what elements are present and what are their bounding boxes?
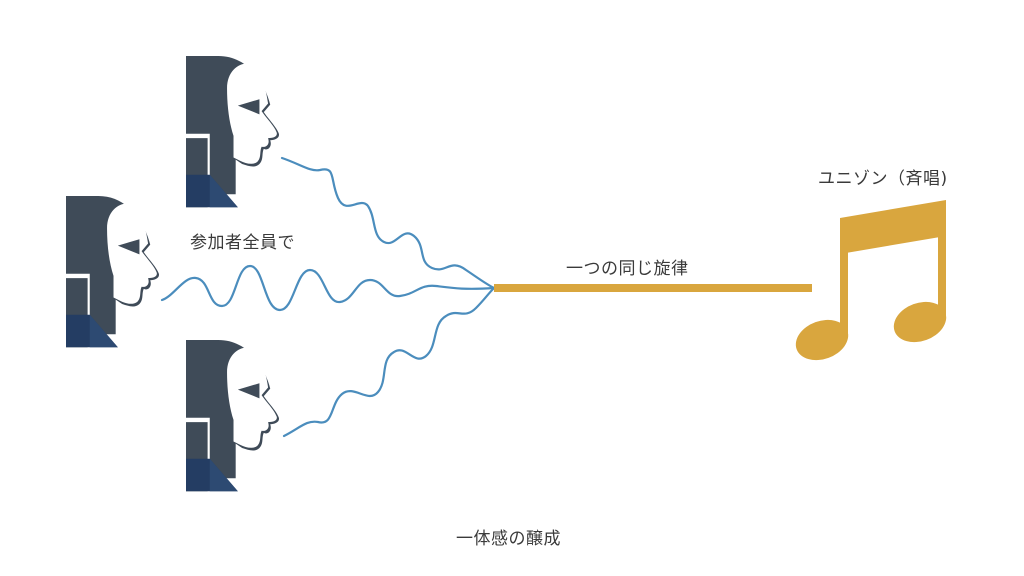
person-middle-icon — [66, 196, 160, 348]
participants-label: 参加者全員で — [190, 233, 295, 253]
person-bottom-icon — [186, 340, 280, 492]
music-note-icon — [795, 200, 947, 361]
unity-label: 一体感の醸成 — [456, 529, 561, 549]
melody-line — [494, 284, 812, 292]
sound-wave-top — [280, 156, 496, 290]
sound-waves — [160, 156, 496, 438]
melody-label: 一つの同じ旋律 — [566, 259, 689, 279]
sound-wave-middle — [160, 264, 496, 312]
sound-wave-bottom — [282, 286, 496, 438]
unison-label: ユニゾン（斉唱) — [818, 169, 948, 189]
person-top-icon — [186, 56, 280, 208]
